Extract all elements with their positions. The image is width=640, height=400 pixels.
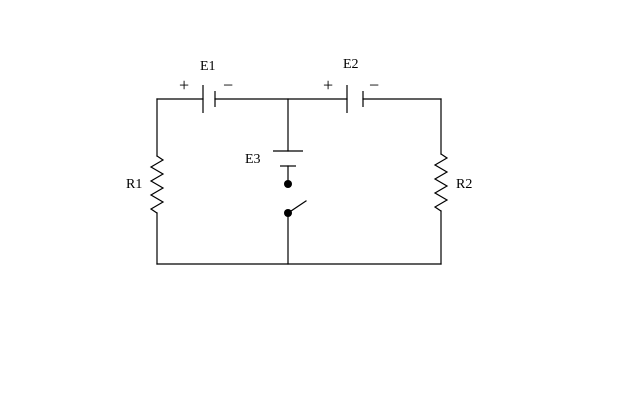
label-e2: E2 (343, 57, 359, 72)
label-e3: E3 (245, 152, 261, 167)
resistor-r1 (149, 155, 165, 214)
label-r2: R2 (456, 177, 472, 192)
label-r1: R1 (126, 177, 142, 192)
battery-e2 (346, 85, 364, 113)
e2-plus-sign: + (323, 75, 333, 95)
resistor-r2 (433, 153, 449, 212)
switch (284, 180, 307, 217)
label-e1: E1 (200, 59, 216, 74)
switch-contact-top (284, 180, 292, 188)
switch-lever (287, 200, 307, 214)
battery-e3 (273, 150, 303, 167)
e1-minus-sign: − (223, 75, 233, 95)
e2-minus-sign: − (369, 75, 379, 95)
e1-plus-sign: + (179, 75, 189, 95)
battery-e1 (202, 85, 216, 113)
